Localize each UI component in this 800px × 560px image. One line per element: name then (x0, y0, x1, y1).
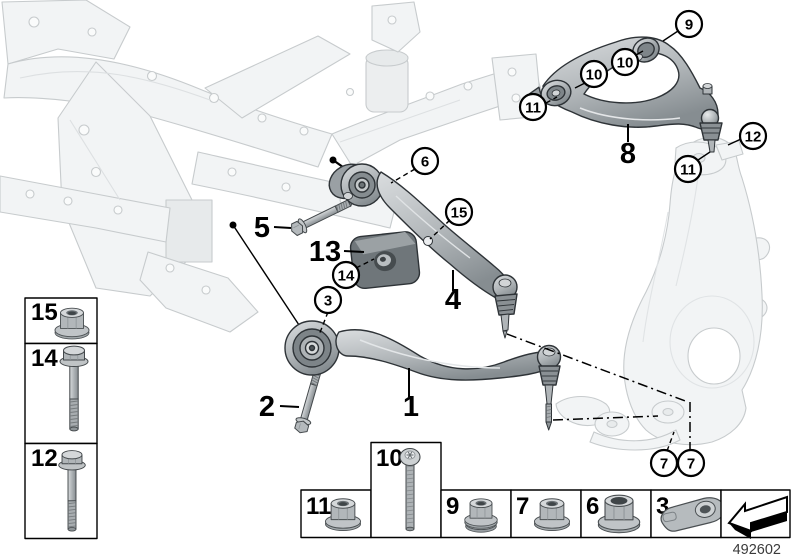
legend-box-11[interactable]: 11 (300, 489, 372, 539)
svg-text:7: 7 (660, 456, 668, 473)
svg-text:10: 10 (617, 55, 634, 72)
legend-box-6[interactable]: 6 (580, 489, 652, 539)
balloon-9[interactable]: 9 (674, 9, 704, 39)
torx-bolt-icon (399, 447, 421, 532)
flange-nut-icon (533, 498, 571, 532)
svg-text:6: 6 (421, 154, 429, 171)
label-1[interactable]: 1 (403, 391, 419, 423)
stone-guard-block (349, 231, 421, 290)
balloon-11-knuckle[interactable]: 11 (673, 154, 703, 184)
balloon-10-front[interactable]: 10 (610, 47, 640, 77)
upper-ball-joint (699, 83, 723, 153)
plain-labels: 8 5 13 4 2 1 (254, 138, 636, 423)
svg-text:9: 9 (685, 17, 693, 34)
svg-text:14: 14 (31, 345, 58, 372)
tension-strut (328, 163, 518, 339)
lower-wishbone-bushing (284, 320, 340, 376)
balloon-10-rear[interactable]: 10 (579, 59, 609, 89)
lower-wishbone (284, 320, 562, 431)
balloon-7-rear[interactable]: 7 (676, 448, 706, 478)
svg-text:10: 10 (586, 67, 603, 84)
svg-text:9: 9 (446, 493, 459, 520)
legend-box-arrow (720, 489, 791, 539)
legend-box-9[interactable]: 9 (440, 489, 512, 539)
svg-text:10: 10 (376, 445, 403, 472)
svg-text:7: 7 (687, 456, 695, 473)
legend-box-15[interactable]: 15 (24, 297, 98, 345)
legend-box-3[interactable]: 3 (650, 489, 727, 539)
balloon-11-arm[interactable]: 11 (518, 92, 548, 122)
svg-text:11: 11 (680, 162, 696, 179)
bolt-item-2 (292, 365, 327, 436)
legend-bottom-row: 11 10 (300, 441, 791, 539)
label-4[interactable]: 4 (445, 284, 461, 316)
svg-text:11: 11 (306, 493, 331, 520)
legend-box-14[interactable]: 14 (24, 342, 98, 445)
legend-box-12[interactable]: 12 (24, 442, 98, 540)
svg-text:15: 15 (451, 205, 468, 222)
svg-text:12: 12 (31, 445, 58, 472)
flange-nut-washer-icon (464, 498, 498, 533)
tension-strut-ball-joint (492, 274, 518, 339)
callout-balloons: 9 10 10 11 12 11 6 15 (313, 9, 768, 478)
balloon-12[interactable]: 12 (738, 121, 768, 151)
balloon-14[interactable]: 14 (331, 260, 361, 290)
installation-direction-arrow-icon (727, 495, 788, 539)
svg-text:14: 14 (338, 268, 355, 285)
balloon-7-front[interactable]: 7 (649, 448, 679, 478)
svg-text:15: 15 (31, 299, 58, 326)
steering-knuckle-ghost (555, 136, 771, 451)
label-2[interactable]: 2 (259, 391, 275, 423)
svg-text:6: 6 (586, 493, 599, 520)
svg-text:12: 12 (745, 129, 762, 146)
balloon-6[interactable]: 6 (410, 146, 440, 176)
label-5[interactable]: 5 (254, 212, 270, 244)
flange-nut-icon (324, 498, 362, 532)
ball-joint-plate-icon (660, 497, 726, 532)
flange-nut-icon (54, 307, 90, 340)
legend-box-10[interactable]: 10 (370, 441, 442, 539)
label-8[interactable]: 8 (620, 138, 636, 170)
svg-text:11: 11 (525, 100, 541, 117)
label-13[interactable]: 13 (309, 236, 341, 268)
balloon-3[interactable]: 3 (313, 285, 343, 315)
balloon-15[interactable]: 15 (444, 197, 474, 227)
flange-nut-large-icon (597, 494, 641, 534)
legend-box-7[interactable]: 7 (510, 489, 582, 539)
svg-text:3: 3 (324, 293, 332, 310)
diagram-number: 492602 (733, 542, 781, 558)
lower-ball-joint (536, 344, 562, 431)
legend-left-column: 15 14 12 (24, 297, 98, 540)
svg-text:7: 7 (516, 493, 529, 520)
